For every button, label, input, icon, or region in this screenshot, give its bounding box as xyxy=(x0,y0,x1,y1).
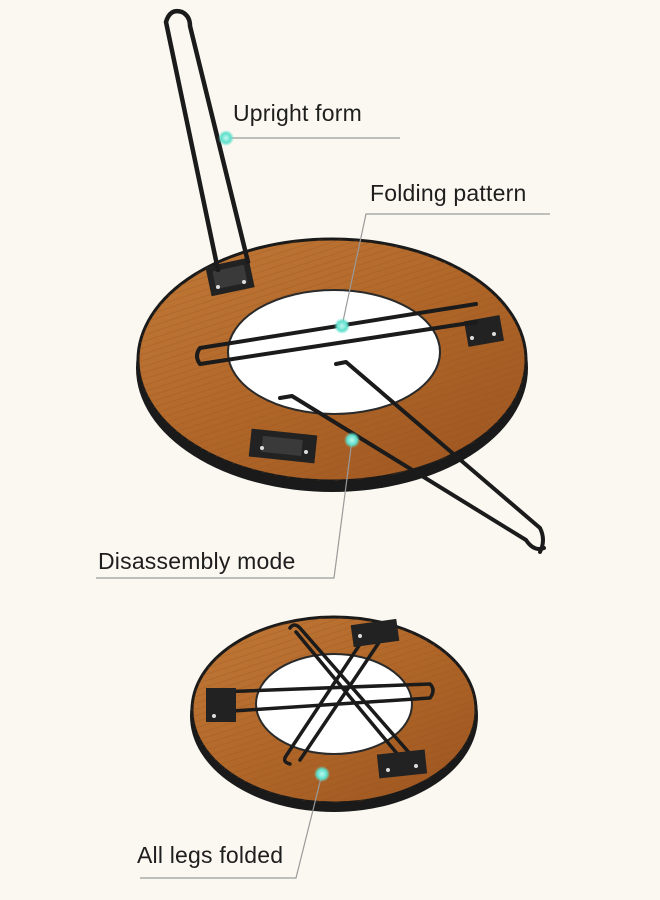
folding-leg xyxy=(195,302,478,366)
folded-legs xyxy=(216,623,435,766)
hinge-bracket-icon xyxy=(248,428,318,464)
annotation-folding-pattern: Folding pattern xyxy=(370,180,527,206)
hinge-bracket-icon xyxy=(376,749,428,779)
annotation-disassembly-mode: Disassembly mode xyxy=(98,548,296,574)
leader-lines xyxy=(96,137,550,879)
hinge-bracket-icon xyxy=(350,618,400,648)
detached-leg xyxy=(278,360,546,554)
hinge-bracket-icon xyxy=(206,688,236,722)
annotation-all-legs-folded: All legs folded xyxy=(137,842,284,868)
table-top-ring-large xyxy=(136,237,528,492)
annotation-upright-form: Upright form xyxy=(233,100,362,126)
marker-dot xyxy=(218,130,360,782)
upright-leg xyxy=(163,8,251,273)
